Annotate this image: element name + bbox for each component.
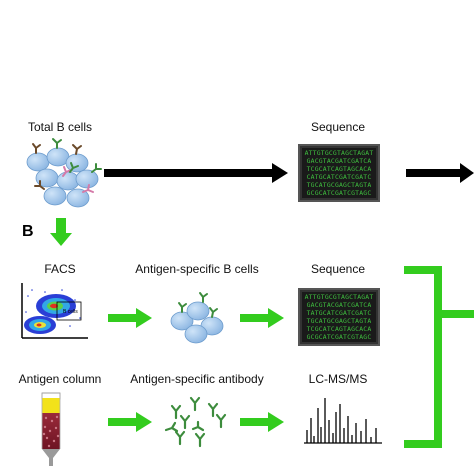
- antigen-column-icon: [41, 392, 61, 466]
- label-antigen-specific-antibody: Antigen-specific antibody: [130, 372, 264, 386]
- sequence-line: GCGCATCGATCGTAGC: [306, 333, 372, 341]
- total-b-cells-cluster-icon: [26, 138, 102, 208]
- sequence-line: TGCATGCGAGCTAGTA: [306, 181, 372, 189]
- sequence-line: GACGTACGATCGATCA: [306, 157, 372, 165]
- sequence-line: CATGCATCGATCGATC: [306, 173, 372, 181]
- sequence-line: TCGCATCAGTAGCACA: [306, 325, 372, 333]
- sequence-display-mid: ATTGTGCGTAGCTAGAT GACGTACGATCGATCA TATGC…: [298, 288, 380, 346]
- facs-plot-icon: [21, 283, 88, 339]
- sequence-line: TATGCATCGATCGATC: [306, 309, 372, 317]
- label-lcmsms: LC-MS/MS: [308, 372, 368, 386]
- label-sequence-mid: Sequence: [310, 262, 366, 276]
- antigen-specific-antibody-icon: [164, 396, 227, 448]
- panel-letter-b: B: [22, 223, 34, 240]
- label-antigen-column: Antigen column: [18, 372, 102, 386]
- green-arrow-cells-to-sequence: [240, 308, 284, 328]
- black-arrow-right-edge: [406, 163, 474, 183]
- sequence-display-top: ATTGTGCGTAGCTAGAT GACGTACGATCGATCA TCGCA…: [298, 144, 380, 202]
- antigen-specific-b-cells-icon: [170, 292, 224, 344]
- label-sequence-top: Sequence: [310, 120, 366, 134]
- sequence-line: ATTGTGCGTAGCTAGAT: [304, 293, 374, 301]
- sequence-line: GACGTACGATCGATCA: [306, 301, 372, 309]
- green-arrow-facs-to-cells: [108, 308, 152, 328]
- sequence-line: TGCATGCGAGCTAGTA: [306, 317, 372, 325]
- green-arrow-column-to-antibody: [108, 412, 152, 432]
- green-down-arrow: [50, 218, 72, 246]
- lcmsms-spectrum-icon: [304, 398, 382, 444]
- green-arrow-antibody-to-lcmsms: [240, 412, 284, 432]
- sequence-line: GCGCATCGATCGTAGC: [306, 189, 372, 197]
- label-antigen-specific-b-cells: Antigen-specific B cells: [135, 262, 259, 276]
- label-facs: FACS: [44, 262, 76, 276]
- sequence-line: TCGCATCAGTAGCACA: [306, 165, 372, 173]
- green-bracket: [404, 266, 474, 448]
- black-arrow-to-sequence: [104, 163, 288, 183]
- label-total-b-cells: Total B cells: [27, 120, 93, 134]
- sequence-line: ATTGTGCGTAGCTAGAT: [304, 149, 374, 157]
- facs-gate-label: B cells: [63, 309, 78, 315]
